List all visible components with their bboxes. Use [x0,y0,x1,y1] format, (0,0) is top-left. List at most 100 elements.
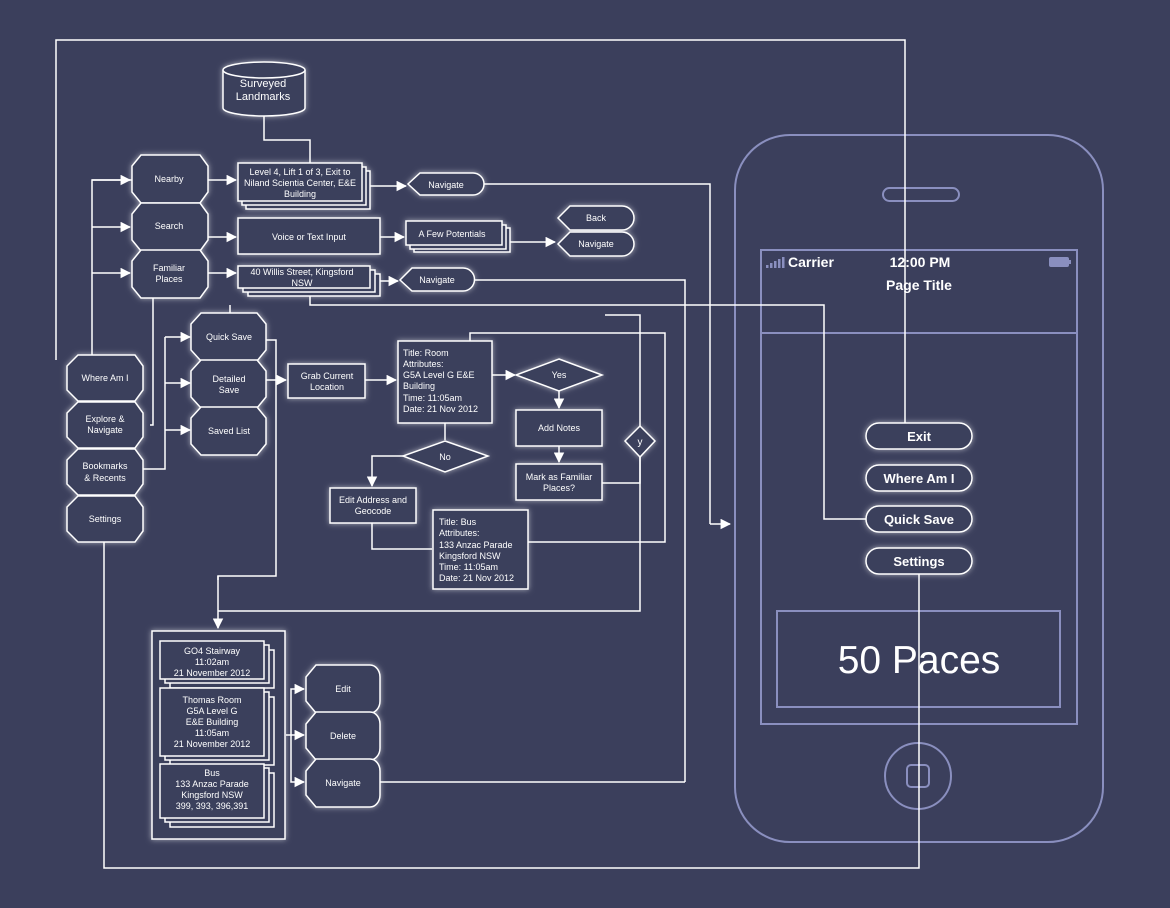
back-node[interactable] [556,205,635,231]
back-label: Back [586,213,607,223]
room-record-line-3: G5A Level G E&E [403,370,475,380]
room-record-line-4: Building [403,381,435,391]
bus-item[interactable] [159,763,265,819]
navigate-1-label: Navigate [428,180,464,190]
delete-label: Delete [330,731,356,741]
thomas-line-3: E&E Building [186,717,239,727]
room-record-line-1: Title: Room [403,348,449,358]
line-bus-loop [469,332,666,543]
line-bookmarks-branch [140,337,166,470]
edit-address-label-2: Geocode [355,506,392,516]
bookmarks-recents-node[interactable] [66,448,144,496]
connectors [55,39,920,869]
explore-label-1: Explore & [85,414,124,424]
familiar-label-1: Familiar [153,263,185,273]
voice-input-box[interactable] [237,217,381,255]
home-square-icon [906,764,930,788]
familiar-result-line-1: 40 Willis Street, Kingsford [250,267,353,277]
bus-record-line-6: Date: 21 Nov 2012 [439,573,514,583]
navigate-node-2[interactable] [398,267,476,292]
familiar-result-line-2: NSW [292,278,314,288]
room-record-line-2: Attributes: [403,359,444,369]
phone-speaker [882,187,960,202]
bus-record-line-4: Kingsford NSW [439,551,501,561]
line-y-down [218,457,641,612]
stairway-line-2: 11:02am [195,657,229,667]
phone-time: 12:00 PM [890,254,951,270]
battery-icon [1049,257,1071,267]
nearby-result-line-1: Level 4, Lift 1 of 3, Exit to [249,167,350,177]
shapes [66,61,657,840]
edit-address-box[interactable] [329,487,417,524]
settings-node[interactable] [66,495,144,543]
phone-settings-label: Settings [893,554,944,569]
familiar-result-box [237,265,371,289]
stairway-item[interactable] [159,640,265,680]
nearby-label: Nearby [154,174,184,184]
navigate-node-1[interactable] [406,172,485,196]
phone-page-title: Page Title [886,277,952,293]
navigate-2-label: Navigate [419,275,455,285]
bus-item-line-3: Kingsford NSW [181,790,243,800]
mark-familiar-label-2: Places? [543,483,575,493]
edit-address-label-1: Edit Address and [339,495,407,505]
signal-bars-icon [766,257,785,268]
detailed-save-label-2: Save [219,385,240,395]
item-navigate-node[interactable] [305,758,381,808]
grab-location-box [287,363,366,399]
stairway-line-1: GO4 Stairway [184,646,241,656]
item-navigate-label: Navigate [325,778,361,788]
bus-record-box [432,509,529,590]
line-y-up [605,314,641,427]
nearby-result-line-3: Building [284,189,316,199]
surveyed-landmarks-db [222,70,306,117]
line-navigate-2 [474,279,686,782]
detailed-save-label-1: Detailed [212,374,245,384]
line-to-quick-save [309,293,866,520]
thomas-line-2: G5A Level G [186,706,237,716]
yes-decision [513,358,605,392]
navigate-3-label: Navigate [578,239,614,249]
grab-label-2: Location [310,382,344,392]
thomas-line-5: 21 November 2012 [174,739,251,749]
db-label-2: Landmarks [236,91,291,103]
quick-save-label: Quick Save [206,332,252,342]
no-label: No [439,452,451,462]
nearby-result-line-2: Niland Scientia Center, E&E [244,178,356,188]
arrow-to-item-navigate [290,735,306,788]
nearby-result-box [237,162,363,202]
saved-list-node[interactable] [190,406,267,456]
bookmarks-label-2: & Recents [84,473,126,483]
arrow-to-edit-address [366,455,403,488]
where-am-i-node[interactable] [66,354,144,402]
explore-navigate-node[interactable] [66,401,144,449]
phone-where-am-i-button[interactable] [865,464,973,492]
add-notes-box[interactable] [515,409,603,447]
mark-familiar-label-1: Mark as Familiar [526,472,593,482]
mark-familiar-box[interactable] [515,463,603,501]
search-label: Search [155,221,184,231]
detailed-save-node[interactable] [190,359,267,409]
phone-home-button[interactable] [884,742,952,810]
phone-carrier: Carrier [788,254,834,270]
phone-exit-button[interactable] [865,422,973,450]
room-record-box [397,340,493,424]
potentials-label: A Few Potentials [418,229,486,239]
thomas-line-4: 11:05am [195,728,229,738]
y-label: y [638,437,643,448]
phone-quick-save-label: Quick Save [884,512,954,527]
bus-record-line-1: Title: Bus [439,517,477,527]
navigate-node-3[interactable] [556,231,635,257]
line-settings-to-phone [103,542,920,869]
labels: Surveyed Landmarks Where Am I Explore & … [81,78,642,811]
line-navigate-1 [484,183,711,524]
room-record-line-5: Time: 11:05am [403,393,462,403]
potentials-box [405,220,503,246]
bus-item-line-1: Bus [204,768,220,778]
familiar-places-node[interactable] [131,249,209,299]
line-edit-to-bus [371,523,432,550]
thomas-room-item[interactable] [159,687,265,757]
bus-record-line-3: 133 Anzac Parade [439,540,513,550]
